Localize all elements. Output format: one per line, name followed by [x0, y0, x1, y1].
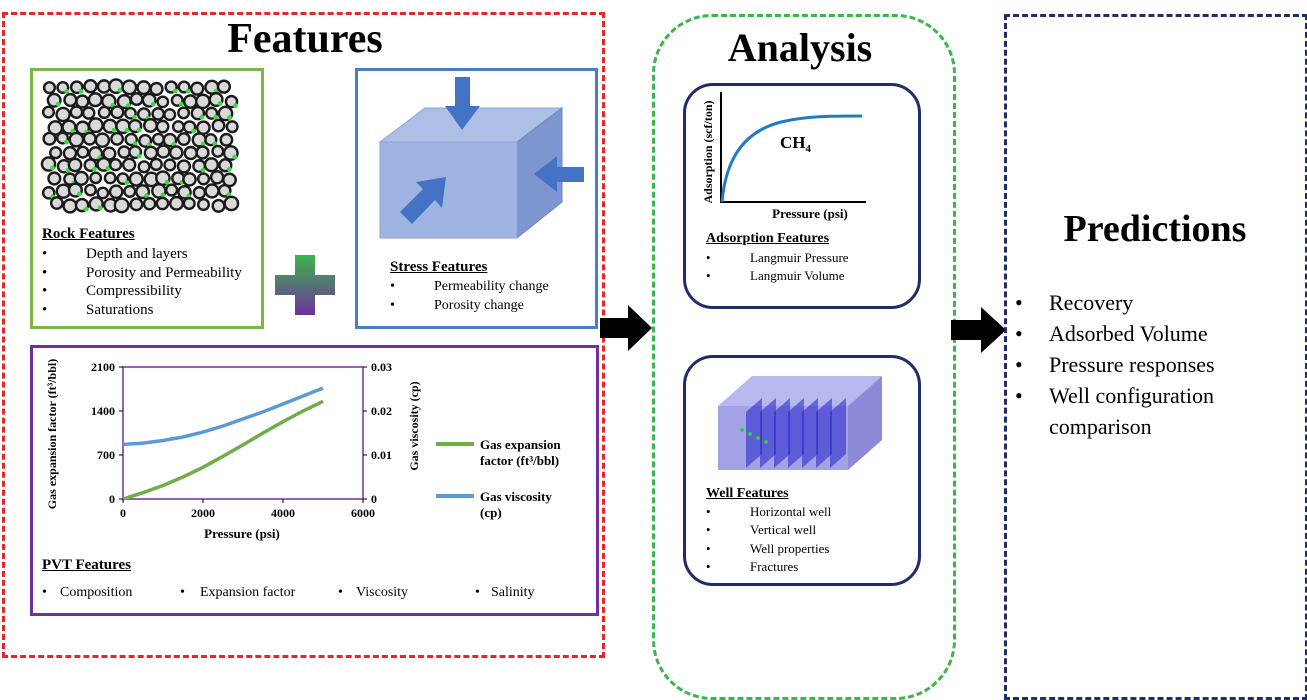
- list-item: Compressibility: [42, 282, 242, 301]
- y-axis-label: Gas expansion factor (ft³/bbl): [45, 359, 59, 509]
- analysis-title: Analysis: [727, 25, 873, 70]
- list-item: Langmuir Pressure: [706, 249, 849, 267]
- x-tick-label: 2000: [191, 506, 215, 520]
- features-title: Features: [227, 16, 383, 62]
- stress-features-heading: Stress Features: [390, 259, 488, 275]
- gas-viscosity-line: [122, 386, 324, 447]
- list-item: Viscosity: [356, 585, 409, 600]
- adsorption-y-label: Adsorption (scf/ton): [701, 100, 715, 203]
- legend-gas-viscosity-line2: (cp): [480, 505, 502, 520]
- y2-tick-label: 0: [371, 492, 377, 506]
- rock-features-box: [30, 68, 264, 329]
- predictions-list: Recovery Adsorbed Volume Pressure respon…: [1015, 287, 1279, 442]
- ch4-label: CH4: [780, 133, 812, 155]
- well-features-list: Horizontal well Vertical well Well prope…: [706, 503, 831, 576]
- list-item: Porosity change: [390, 296, 549, 315]
- rock-grain-image: [40, 78, 240, 218]
- legend-gas-viscosity-line1: Gas viscosity: [480, 489, 552, 504]
- list-item: Well configuration comparison: [1015, 380, 1279, 442]
- pvt-features-list: • Composition • Expansion factor • Visco…: [42, 585, 535, 600]
- list-item: Composition: [60, 585, 133, 600]
- well-features-box: [683, 355, 921, 586]
- legend-gas-expansion-line1: Gas expansion: [480, 437, 561, 452]
- list-item: Fractures: [706, 558, 831, 577]
- rock-features-list: Depth and layers Porosity and Permeabili…: [42, 245, 242, 319]
- y-tick-label: 700: [97, 448, 115, 462]
- list-item: Adsorbed Volume: [1015, 318, 1279, 349]
- list-item: Pressure responses: [1015, 349, 1279, 380]
- arrow-right-icon: [951, 307, 1006, 353]
- y2-tick-label: 0.03: [371, 360, 392, 374]
- y-tick-label: 1400: [91, 404, 115, 418]
- adsorption-features-heading: Adsorption Features: [706, 231, 830, 246]
- list-item: Recovery: [1015, 287, 1279, 318]
- well-features-heading: Well Features: [706, 486, 789, 501]
- plot-area: [122, 366, 364, 500]
- adsorption-curve: [720, 114, 863, 203]
- y-tick-label: 0: [109, 492, 115, 506]
- well-model-image: [718, 376, 882, 470]
- list-item: Depth and layers: [42, 245, 242, 264]
- list-item: Horizontal well: [706, 503, 831, 522]
- stress-cube-image: [378, 77, 584, 240]
- x-tick-label: 0: [120, 506, 126, 520]
- x-tick-label: 4000: [271, 506, 295, 520]
- list-item: Well properties: [706, 540, 831, 559]
- arrow-right-icon: [600, 305, 652, 351]
- predictions-title: Predictions: [1063, 208, 1247, 250]
- plus-icon: [275, 255, 335, 315]
- stress-features-list: Permeability change Porosity change: [390, 277, 549, 315]
- y-tick-label: 2100: [91, 360, 115, 374]
- y2-axis-label: Gas viscosity (cp): [407, 381, 421, 470]
- pvt-features-heading: PVT Features: [42, 557, 132, 573]
- x-axis-label: Pressure (psi): [204, 526, 280, 541]
- list-item: Langmuir Volume: [706, 267, 849, 285]
- adsorption-features-list: Langmuir Pressure Langmuir Volume: [706, 249, 849, 285]
- adsorption-features-box: [683, 83, 921, 309]
- pvt-features-box: [30, 345, 599, 616]
- list-item: Salinity: [491, 585, 535, 600]
- gas-expansion-line: [122, 399, 324, 501]
- adsorption-x-label: Pressure (psi): [772, 206, 848, 221]
- y2-tick-label: 0.02: [371, 404, 392, 418]
- stress-features-box: [355, 68, 598, 329]
- list-item: Saturations: [42, 301, 242, 320]
- rock-features-heading: Rock Features: [42, 226, 135, 242]
- adsorption-chart: Adsorption (scf/ton) Pressure (psi) CH4: [701, 92, 866, 221]
- x-tick-label: 6000: [351, 506, 375, 520]
- list-item: Permeability change: [390, 277, 549, 296]
- list-item: Expansion factor: [200, 585, 296, 600]
- list-item: Vertical well: [706, 521, 831, 540]
- y2-tick-label: 0.01: [371, 448, 392, 462]
- list-item: Porosity and Permeability: [42, 264, 242, 283]
- legend-gas-expansion-line2: factor (ft³/bbl): [480, 453, 559, 468]
